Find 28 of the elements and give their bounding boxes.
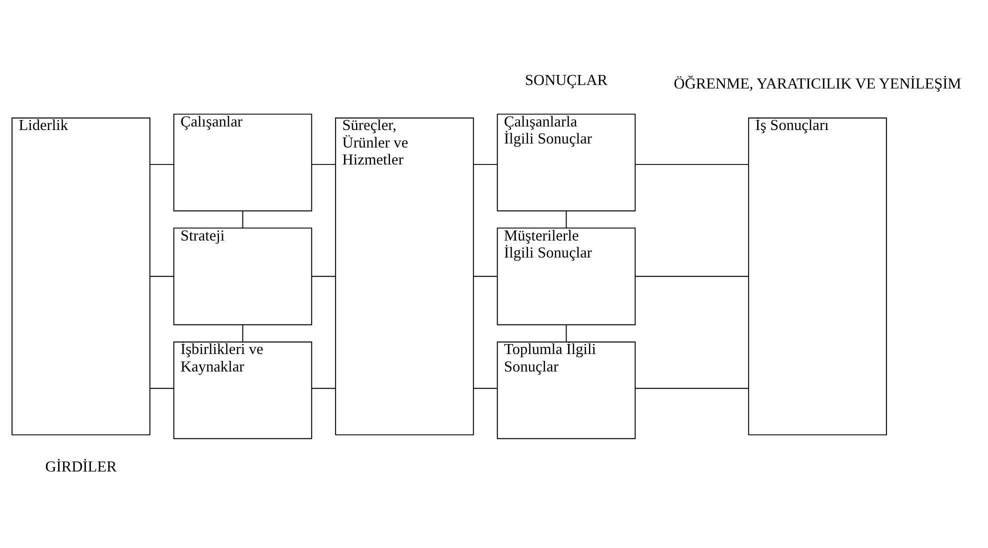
- connector: [473, 387, 498, 388]
- connector: [150, 163, 174, 164]
- connector: [311, 387, 336, 388]
- node-box: Çalışanlar: [173, 113, 312, 211]
- node-box: İş Sonuçları: [748, 117, 887, 435]
- connector: [473, 163, 498, 164]
- label: ÖĞRENME, YARATICILIK VE YENİLEŞİM: [674, 75, 962, 92]
- connector: [242, 324, 244, 342]
- node-box: Liderlik: [12, 117, 150, 435]
- connector: [150, 387, 174, 388]
- connector: [311, 163, 336, 164]
- connector: [566, 210, 567, 228]
- node-box: Çalışanlarla İlgili Sonuçlar: [496, 113, 636, 211]
- node-box: Süreçler, Ürünler ve Hizmetler: [335, 117, 474, 435]
- connector: [473, 275, 498, 276]
- label: SONUÇLAR: [525, 71, 608, 88]
- connector: [634, 163, 749, 164]
- connector: [634, 387, 749, 388]
- node-box: Strateji: [173, 227, 312, 325]
- connector: [311, 275, 336, 276]
- connector: [566, 324, 567, 342]
- label: GİRDİLER: [45, 458, 117, 475]
- connector: [634, 275, 749, 276]
- connector: [150, 275, 174, 276]
- node-box: İşbirlikleri ve Kaynaklar: [173, 341, 312, 439]
- node-box: Toplumla İlgili Sonuçlar: [496, 341, 636, 439]
- connector: [242, 210, 244, 228]
- node-box: Müşterilerle İlgili Sonuçlar: [496, 227, 636, 325]
